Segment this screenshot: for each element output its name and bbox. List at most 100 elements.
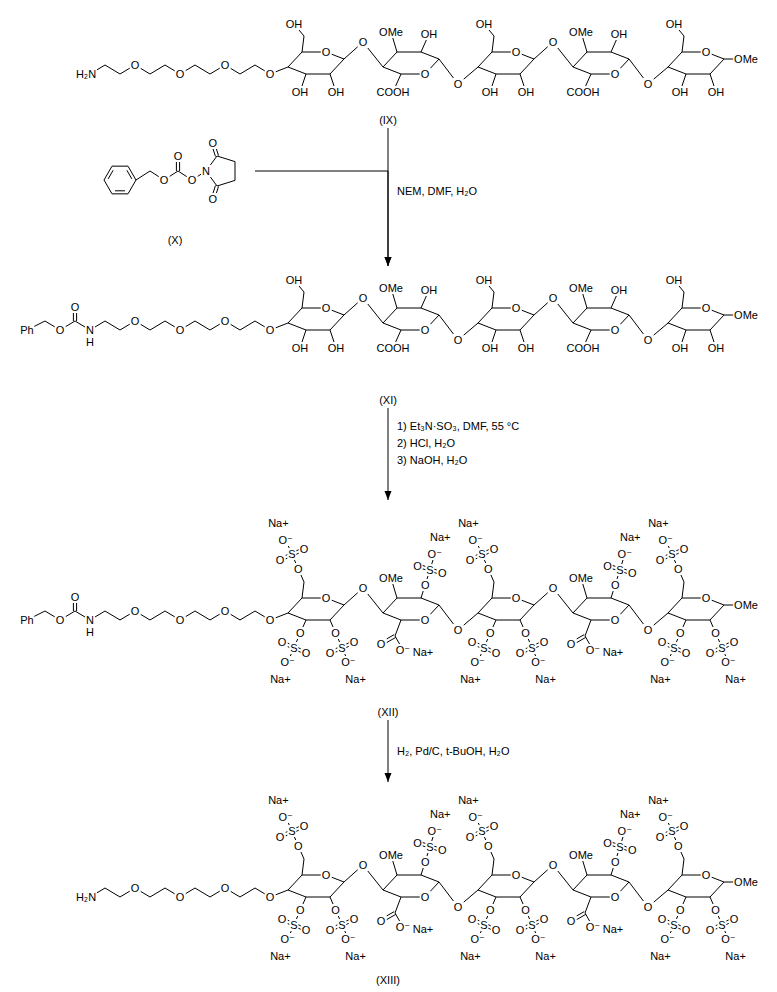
bond xyxy=(587,308,611,309)
atom-label: O xyxy=(330,904,341,916)
atom-label: S xyxy=(615,564,624,576)
atom-label: S xyxy=(669,919,678,931)
atom-label: O xyxy=(467,913,478,925)
bond xyxy=(397,875,421,876)
bond xyxy=(686,620,710,621)
atom-label: O xyxy=(358,582,369,594)
bond xyxy=(421,308,439,315)
bond xyxy=(496,897,520,898)
atom-label: Na+ xyxy=(412,923,435,935)
bond xyxy=(496,620,520,621)
atom-label: O xyxy=(159,174,170,186)
atom-label: O xyxy=(420,856,431,868)
atom-label: OH xyxy=(707,86,726,98)
reaction-arrow xyxy=(255,171,392,266)
atom-label: O xyxy=(173,150,184,162)
atom-label: O xyxy=(602,837,613,849)
bond xyxy=(330,605,344,620)
atom-label: OH xyxy=(665,274,684,286)
atom-label: O xyxy=(299,543,310,555)
atom-label: O xyxy=(610,614,621,626)
atom-label: O xyxy=(489,820,500,832)
atom-label: H₂N xyxy=(75,891,97,903)
bond xyxy=(478,875,492,890)
atom-label: S xyxy=(615,841,624,853)
bond xyxy=(682,36,684,52)
bond xyxy=(302,859,304,875)
bond xyxy=(128,180,136,194)
atom-label: OMe xyxy=(733,876,759,888)
atom-label: O xyxy=(301,647,312,659)
bond xyxy=(105,611,120,620)
atom-label: S xyxy=(667,548,676,560)
atom-label: Na+ xyxy=(344,950,367,962)
atom-label: O xyxy=(301,924,312,936)
atom-label: O xyxy=(175,614,186,626)
reagent-text: 1) Et₃N·SO₃, DMF, 55 °C xyxy=(396,420,520,432)
atom-label: O xyxy=(293,840,304,852)
atom-label: OH xyxy=(517,342,536,354)
atom-label: O xyxy=(265,891,276,903)
bond xyxy=(478,323,496,330)
atom-label: S xyxy=(669,642,678,654)
atom-label: O xyxy=(489,543,500,555)
atom-label: O xyxy=(130,59,141,71)
atom-label: OH xyxy=(285,18,304,30)
atom-label: O xyxy=(467,636,478,648)
bond xyxy=(288,890,306,897)
atom-label: O xyxy=(673,840,684,852)
atom-label: COOH xyxy=(376,86,411,98)
atom-label: Na+ xyxy=(429,808,452,820)
atom-label: O xyxy=(420,891,431,903)
reaction-arrow xyxy=(385,720,392,782)
atom-label: H xyxy=(85,626,95,638)
bond xyxy=(710,59,724,74)
bond xyxy=(611,875,629,882)
atom-label: Na+ xyxy=(269,673,292,685)
bond xyxy=(492,36,494,52)
atom-label: S xyxy=(477,825,486,837)
atom-label: O xyxy=(681,647,692,659)
atom-label: O⁻ xyxy=(720,656,736,668)
bond xyxy=(240,888,255,897)
bond xyxy=(383,875,397,890)
bond xyxy=(330,315,344,330)
atom-label: O xyxy=(130,315,141,327)
atom-label: O xyxy=(643,624,654,636)
atom-label: S xyxy=(527,642,536,654)
atom-label: O⁻ xyxy=(585,921,601,933)
bond xyxy=(240,611,255,620)
bond xyxy=(492,582,494,598)
atom-label: O⁻ xyxy=(395,644,411,656)
bond xyxy=(383,613,401,620)
atom-label: COOH xyxy=(566,342,601,354)
bond xyxy=(302,36,304,52)
atom-label: O xyxy=(483,563,494,575)
atom-label: O xyxy=(675,904,686,916)
atom-label: O⁻ xyxy=(277,811,293,823)
atom-label: S xyxy=(337,919,346,931)
atom-label: O xyxy=(330,627,341,639)
bond xyxy=(710,882,724,897)
arrow-head xyxy=(385,257,392,266)
atom-label: O xyxy=(673,563,684,575)
atom-label: O xyxy=(465,831,476,843)
bond xyxy=(112,193,128,194)
atom-label: S xyxy=(289,919,298,931)
atom-label: COOH xyxy=(566,86,601,98)
atom-label: O xyxy=(293,563,304,575)
atom-label: OH xyxy=(665,18,684,30)
bond xyxy=(421,598,439,605)
compound-number: (XI) xyxy=(379,394,397,406)
bond xyxy=(302,582,304,598)
atom-label: O xyxy=(321,592,332,604)
atom-label: Na+ xyxy=(267,517,290,529)
bond xyxy=(421,52,439,59)
atom-label: OH xyxy=(327,86,346,98)
bond xyxy=(668,890,686,897)
atom-label: O xyxy=(130,882,141,894)
atom-label: O xyxy=(295,904,306,916)
atom-label: O xyxy=(325,647,336,659)
bond xyxy=(668,598,682,613)
atom-label: Na+ xyxy=(534,673,557,685)
